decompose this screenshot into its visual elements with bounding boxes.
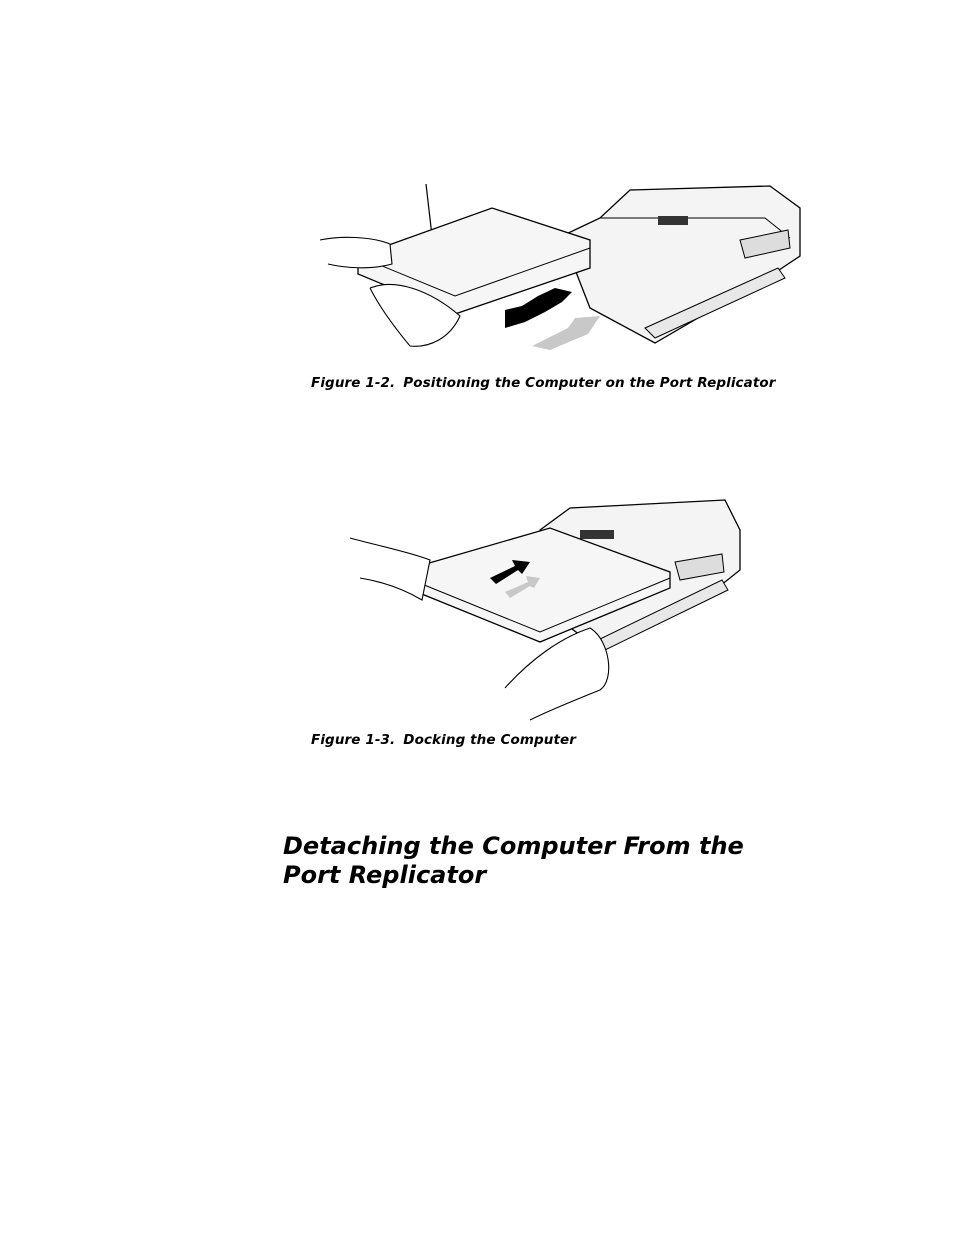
notebook-computer: [357, 207, 591, 315]
motion-arrow-icon: [490, 560, 530, 584]
callout-line: [425, 183, 433, 237]
section-heading: Detaching the Computer From the Port Rep…: [283, 832, 744, 889]
figure-1-2-illustration: [300, 178, 820, 358]
figure-caption-text: Docking the Computer: [403, 732, 577, 748]
figure-caption-text: Positioning the Computer on the Port Rep…: [403, 375, 776, 391]
right-hand: [369, 284, 461, 347]
positioning-computer-illustration: [319, 183, 801, 350]
figure-number: Figure 1-3.: [311, 732, 396, 748]
docking-connector: [580, 530, 614, 539]
figure-1-3-caption: Figure 1-3. Docking the Computer: [311, 732, 576, 748]
right-hand: [504, 627, 610, 721]
motion-arrow-icon: [505, 288, 572, 328]
port-replicator: [561, 185, 801, 344]
docking-connector: [658, 216, 688, 225]
left-hand: [319, 236, 393, 269]
docking-computer-illustration: [349, 499, 741, 721]
motion-arrow-shadow: [532, 316, 600, 350]
figure-1-3-illustration: [330, 490, 750, 725]
figure-1-2-caption: Figure 1-2. Positioning the Computer on t…: [311, 375, 776, 391]
motion-arrow-shadow: [505, 576, 540, 598]
left-hand: [349, 537, 431, 601]
figure-number: Figure 1-2.: [311, 375, 396, 391]
